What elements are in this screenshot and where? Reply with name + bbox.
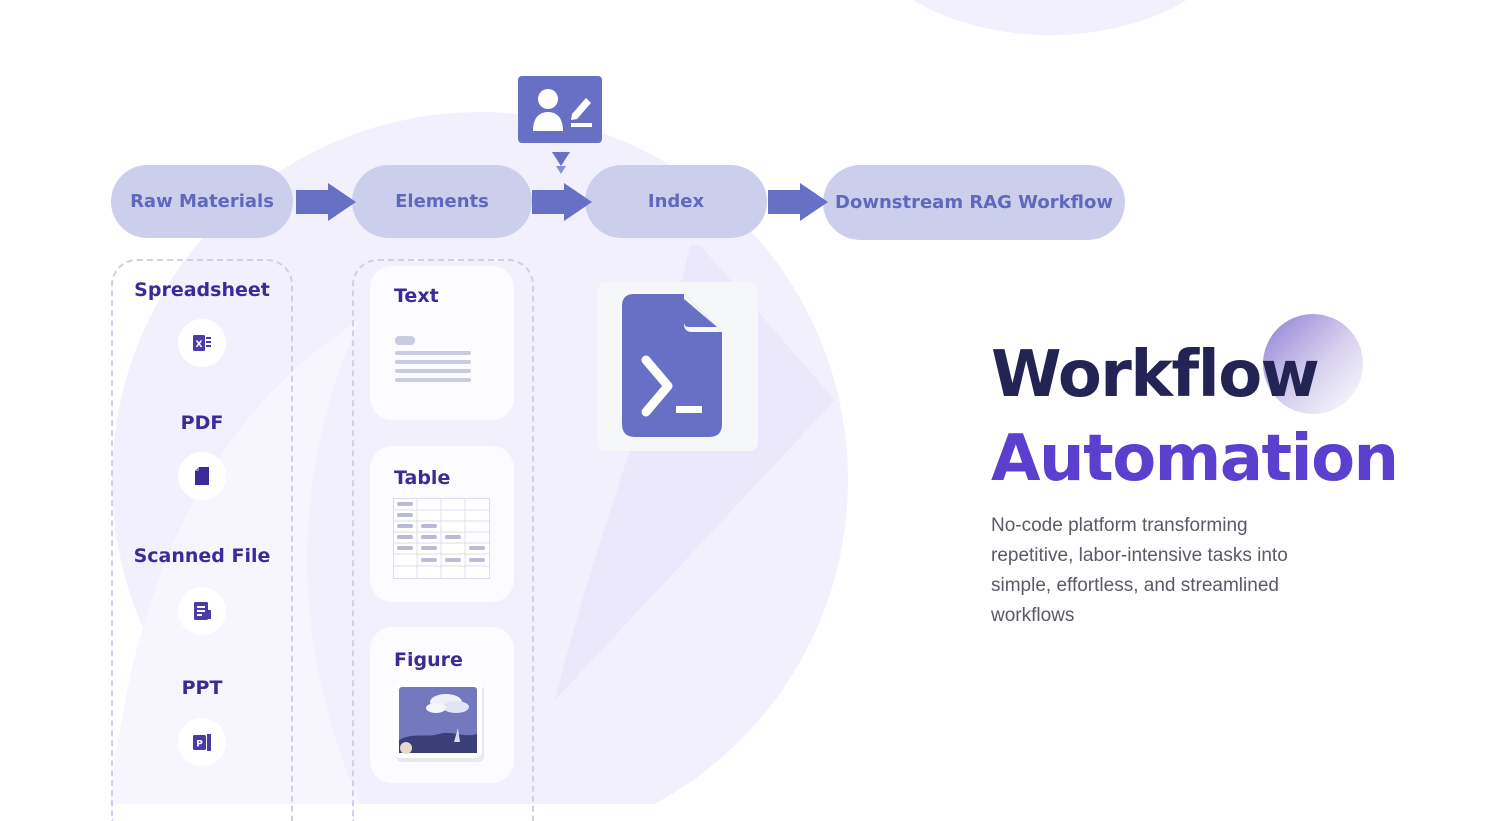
arrow-right-icon	[532, 183, 592, 221]
arrow-down-icon	[552, 152, 570, 174]
source-label-ppt: PPT	[181, 677, 223, 699]
source-label-spreadsheet: Spreadsheet	[134, 279, 270, 301]
scanned-file-icon	[194, 602, 211, 620]
text-lines-icon	[395, 336, 471, 382]
source-icon-spreadsheet-bg: X	[178, 319, 226, 367]
ppt-icon: P	[193, 734, 211, 751]
element-label-text: Text	[394, 285, 439, 307]
decorative-circle	[1263, 314, 1363, 414]
stage-downstream-rag-workflow: Downstream RAG Workflow	[823, 165, 1125, 240]
table-grid-icon	[393, 498, 490, 579]
hero-title-line1: Workflow	[991, 338, 1320, 412]
stage-raw-materials: Raw Materials	[111, 165, 293, 238]
element-card-text	[370, 266, 514, 420]
element-label-figure: Figure	[394, 649, 463, 671]
source-icon-scanned-file-bg	[178, 587, 226, 635]
arrow-right-icon	[296, 183, 356, 221]
svg-text:X: X	[196, 340, 203, 350]
figure-image-icon	[394, 682, 484, 762]
source-label-scanned-file: Scanned File	[133, 545, 271, 567]
arrow-right-icon	[768, 183, 828, 221]
user-edit-icon	[518, 76, 602, 143]
spreadsheet-icon: X	[193, 335, 211, 351]
raw-materials-column	[111, 259, 293, 821]
stage-index: Index	[585, 165, 767, 238]
elements-column	[352, 259, 534, 821]
stage-elements: Elements	[352, 165, 532, 238]
hero-description: No-code platform transforming repetitive…	[991, 515, 1288, 626]
hero-title-line2: Automation	[991, 422, 1399, 496]
terminal-file-icon	[622, 294, 722, 437]
pdf-icon	[195, 467, 209, 485]
source-icon-ppt-bg: P	[178, 718, 226, 766]
source-icon-pdf-bg	[178, 452, 226, 500]
source-label-pdf: PDF	[180, 412, 224, 434]
svg-text:P: P	[196, 740, 203, 750]
element-label-table: Table	[394, 467, 451, 489]
